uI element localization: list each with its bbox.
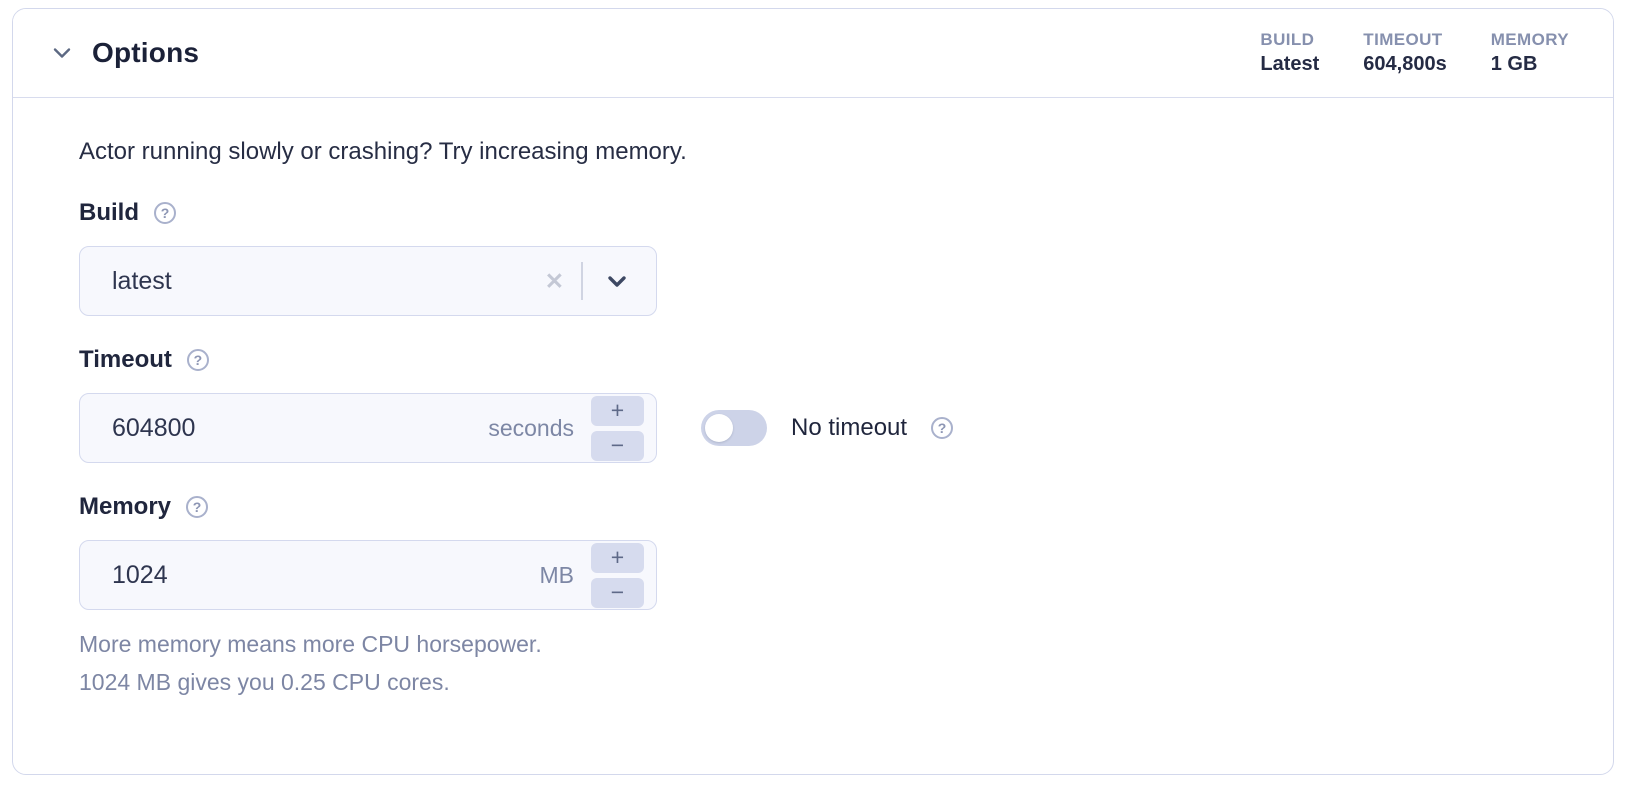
timeout-label: Timeout <box>79 346 172 373</box>
memory-decrement-button[interactable]: − <box>591 577 644 608</box>
memory-input[interactable] <box>80 560 540 590</box>
collapse-section-button[interactable] <box>49 40 75 66</box>
select-divider <box>581 262 583 300</box>
build-label: Build <box>79 199 139 226</box>
summary-timeout: TIMEOUT 604,800s <box>1363 30 1446 76</box>
options-panel: Options BUILD Latest TIMEOUT 604,800s ME… <box>12 8 1614 775</box>
memory-input-box: MB + − <box>79 540 657 610</box>
chevron-down-icon <box>602 266 632 296</box>
clear-x-icon: ✕ <box>544 267 564 294</box>
no-timeout-toggle[interactable] <box>701 410 767 446</box>
memory-helper-line-2: 1024 MB gives you 0.25 CPU cores. <box>79 668 450 695</box>
no-timeout-group: No timeout ? <box>701 410 954 446</box>
summary-build-label: BUILD <box>1260 30 1315 49</box>
summary-build-value: Latest <box>1260 53 1320 75</box>
memory-helper-line-1: More memory means more CPU horsepower. <box>79 631 542 657</box>
no-timeout-label: No timeout <box>791 414 908 441</box>
summary-timeout-label: TIMEOUT <box>1363 30 1443 49</box>
timeout-unit-label: seconds <box>488 414 574 441</box>
memory-stepper: + − <box>591 542 644 608</box>
memory-field: Memory ? MB + − More memory means more C… <box>79 493 1547 702</box>
timeout-input[interactable] <box>80 413 489 443</box>
summary-memory-label: MEMORY <box>1490 30 1569 49</box>
options-panel-body: Actor running slowly or crashing? Try in… <box>13 98 1613 702</box>
timeout-stepper: + − <box>591 395 644 461</box>
timeout-decrement-button[interactable]: − <box>591 430 644 461</box>
memory-label: Memory <box>79 493 172 520</box>
memory-increment-button[interactable]: + <box>591 542 644 573</box>
timeout-increment-button[interactable]: + <box>591 395 644 426</box>
summary-memory-value: 1 GB <box>1490 53 1538 75</box>
timeout-input-box: seconds + − <box>79 393 657 463</box>
page-title: Options <box>92 37 200 68</box>
build-select[interactable]: ✕ <box>79 246 657 316</box>
summary-memory: MEMORY 1 GB <box>1491 30 1569 76</box>
build-clear-button[interactable]: ✕ <box>545 268 564 295</box>
build-field: Build ? ✕ <box>79 199 1547 316</box>
no-timeout-help-icon[interactable]: ? <box>931 417 954 439</box>
build-dropdown-button[interactable] <box>600 266 646 296</box>
memory-help-icon[interactable]: ? <box>186 496 209 518</box>
timeout-label-row: Timeout ? <box>79 346 1547 374</box>
options-panel-header: Options BUILD Latest TIMEOUT 604,800s ME… <box>13 9 1613 98</box>
intro-text: Actor running slowly or crashing? Try in… <box>79 138 687 165</box>
options-header-left: Options <box>49 37 199 69</box>
timeout-row: seconds + − No timeout ? <box>79 393 1547 463</box>
summary-timeout-value: 604,800s <box>1363 53 1447 75</box>
toggle-knob <box>705 414 733 442</box>
memory-label-row: Memory ? <box>79 493 1547 521</box>
build-label-row: Build ? <box>79 199 1547 227</box>
summary-build: BUILD Latest <box>1260 30 1319 76</box>
memory-helper-text: More memory means more CPU horsepower. 1… <box>79 626 1547 702</box>
build-help-icon[interactable]: ? <box>154 202 176 224</box>
build-select-input[interactable] <box>80 266 545 296</box>
options-summary: BUILD Latest TIMEOUT 604,800s MEMORY 1 G… <box>1260 30 1569 76</box>
chevron-down-icon <box>49 40 75 66</box>
timeout-help-icon[interactable]: ? <box>186 349 209 371</box>
timeout-field: Timeout ? seconds + − No timeout <box>79 346 1547 463</box>
memory-unit-label: MB <box>539 561 575 588</box>
